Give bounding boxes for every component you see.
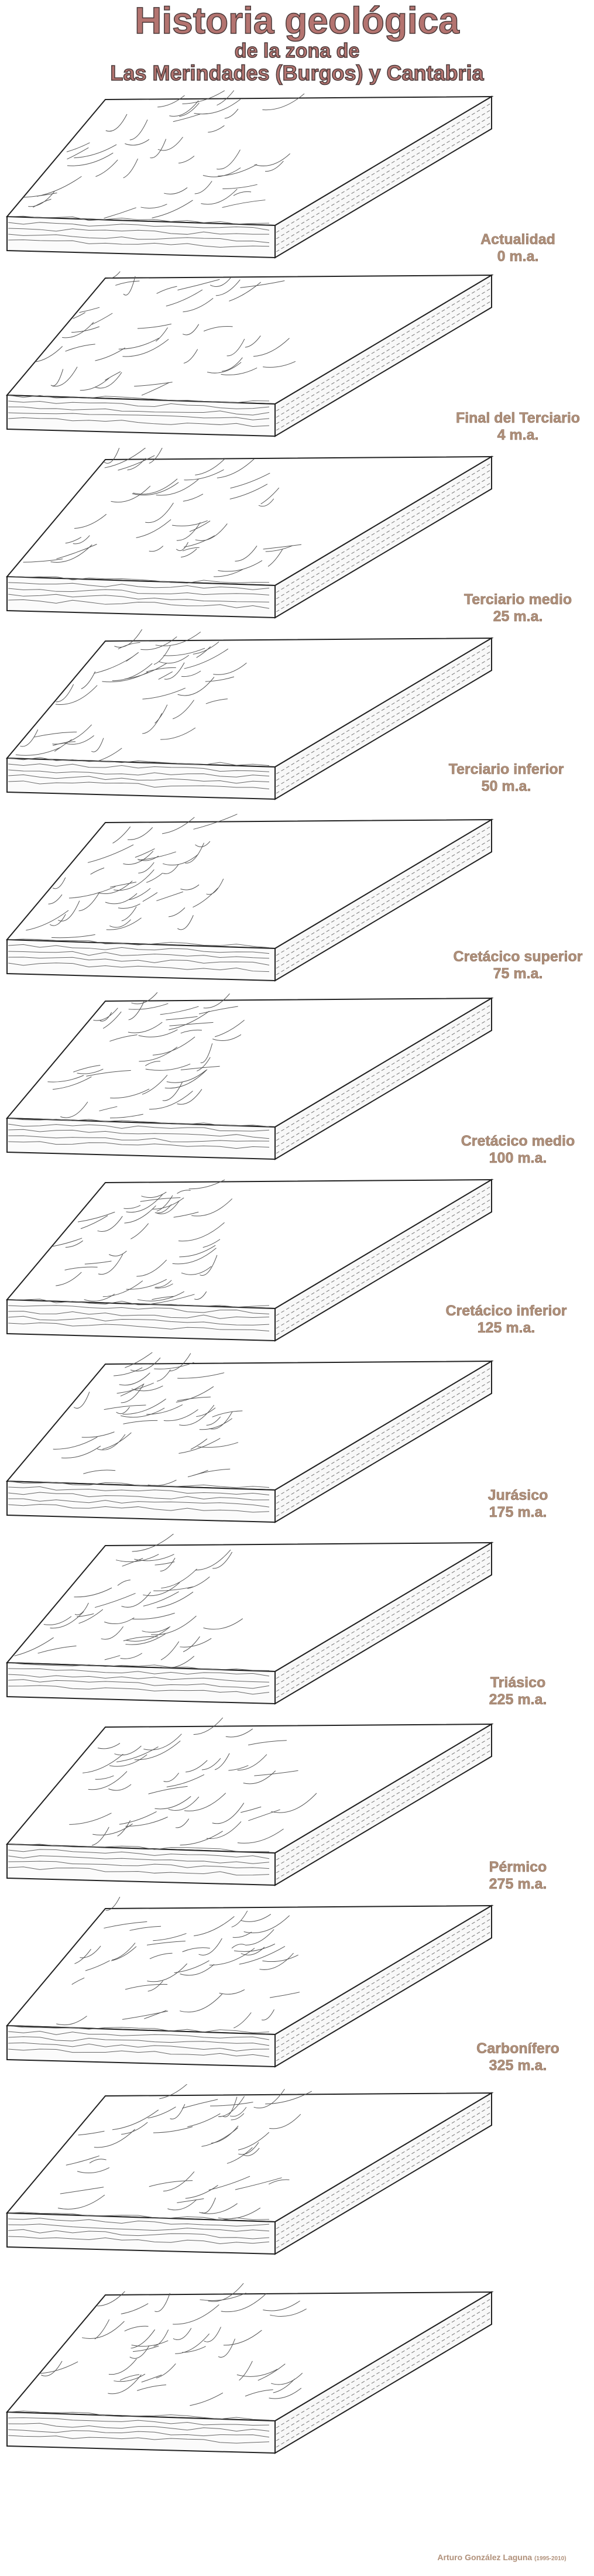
- stage-name: Cretácico medio: [461, 1133, 575, 1150]
- page-subtitle-region: Las Merindades (Burgos) y Cantabria: [110, 60, 485, 85]
- stage-age: 75 m.a.: [493, 965, 543, 982]
- page-subtitle: de la zona de: [234, 39, 360, 63]
- stage-age: 50 m.a.: [481, 778, 531, 795]
- block-diagram: [0, 811, 594, 1004]
- stage-age: 275 m.a.: [489, 1876, 547, 1893]
- stage-name: Carbonífero: [476, 2040, 559, 2057]
- page-title: Historia geológica: [134, 0, 459, 42]
- block-side-section: [274, 818, 492, 982]
- stage-name: Actualidad: [480, 231, 555, 248]
- block-diagram: [0, 989, 594, 1183]
- block-diagram: [0, 1715, 594, 1909]
- block-side-section: [274, 2291, 492, 2454]
- block-diagram: [0, 1531, 594, 1727]
- block-diagram: [0, 266, 594, 460]
- stage-age: 0 m.a.: [497, 248, 539, 265]
- stage-age: 325 m.a.: [489, 2057, 547, 2074]
- block-side-section: [274, 1723, 492, 1886]
- block-diagram: [0, 1891, 594, 2090]
- stage-age: 100 m.a.: [489, 1150, 547, 1167]
- block-side-section: [274, 1542, 492, 1705]
- stage-name: Final del Terciario: [455, 410, 581, 427]
- block-diagram: [0, 446, 594, 641]
- block-side-section: [274, 1360, 492, 1523]
- block-diagram: [0, 2080, 594, 2277]
- stage-name: Cretácico inferior: [445, 1303, 567, 1320]
- stage-age: 4 m.a.: [497, 427, 539, 444]
- block-diagram: [0, 2283, 594, 2476]
- block-diagram: [0, 1352, 594, 1546]
- block-side-section: [274, 637, 492, 800]
- stage-name: Terciario inferior: [448, 761, 564, 778]
- block-diagram: [0, 88, 594, 281]
- block-side-section: [274, 455, 492, 619]
- stage-name: Triásico: [490, 1674, 546, 1691]
- block-side-section: [274, 95, 492, 259]
- stage-name: Pérmico: [489, 1859, 547, 1876]
- block-side-section: [274, 274, 492, 437]
- stage-age: 25 m.a.: [493, 608, 543, 625]
- stage-age: 175 m.a.: [489, 1504, 547, 1521]
- block-side-section: [274, 2092, 492, 2255]
- author-credit: Arturo González Laguna (1995-2010): [410, 2553, 594, 2562]
- block-side-section: [274, 997, 492, 1160]
- stage-name: Cretácico superior: [453, 948, 583, 965]
- block-side-section: [274, 1179, 492, 1342]
- stage-age: 225 m.a.: [489, 1691, 547, 1708]
- stage-name: Jurásico: [487, 1487, 548, 1504]
- stage-name: Terciario medio: [463, 591, 572, 608]
- stage-age: 125 m.a.: [477, 1320, 535, 1337]
- author-years: (1995-2010): [534, 2556, 566, 2562]
- block-diagram: [0, 627, 594, 823]
- author-name: Arturo González Laguna: [437, 2553, 533, 2562]
- block-side-section: [274, 1904, 492, 2068]
- block-diagram: [0, 1171, 594, 1364]
